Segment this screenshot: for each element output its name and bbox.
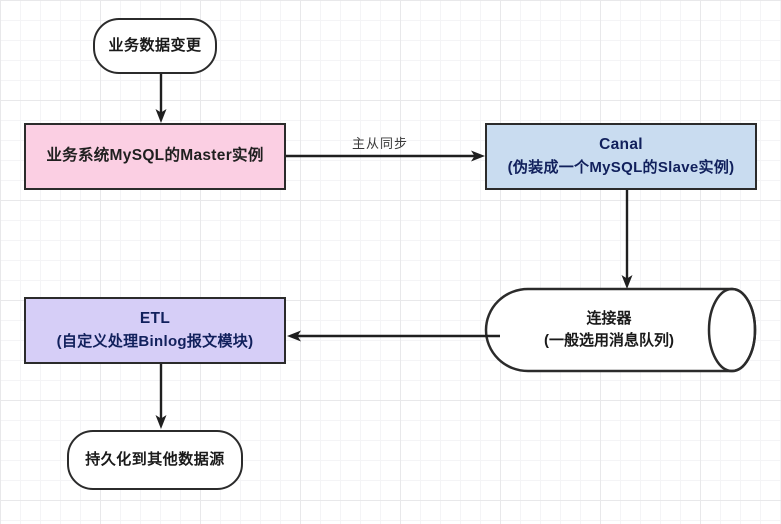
node-canal[interactable]: Canal (伪装成一个MySQL的Slave实例) <box>485 123 757 190</box>
node-business-data-change[interactable]: 业务数据变更 <box>93 18 217 74</box>
node-canal-subtitle: (伪装成一个MySQL的Slave实例) <box>507 158 735 176</box>
node-connector[interactable]: 连接器 (一般选用消息队列) <box>484 287 760 373</box>
node-connector-subtitle: (一般选用消息队列) <box>544 332 674 349</box>
node-business-data-change-label: 业务数据变更 <box>108 37 202 55</box>
node-mysql-master-label: 业务系统MySQL的Master实例 <box>46 147 264 165</box>
node-mysql-master[interactable]: 业务系统MySQL的Master实例 <box>24 123 286 190</box>
edge-label-master-slave-sync: 主从同步 <box>352 136 409 151</box>
node-persist-to-other-datasource-label: 持久化到其他数据源 <box>85 451 225 469</box>
edge-canal-to-connector <box>621 190 633 290</box>
node-etl-title: ETL <box>139 310 171 328</box>
node-etl-subtitle: (自定义处理Binlog报文模块) <box>56 332 254 350</box>
node-connector-title: 连接器 <box>586 309 632 327</box>
edge-connector-to-etl <box>287 330 500 342</box>
node-canal-title: Canal <box>599 136 643 154</box>
node-etl[interactable]: ETL (自定义处理Binlog报文模块) <box>24 297 286 364</box>
edge-etl-to-persist <box>155 364 167 430</box>
node-persist-to-other-datasource[interactable]: 持久化到其他数据源 <box>67 430 243 490</box>
edge-master-to-canal <box>286 150 486 162</box>
edge-change-to-master <box>155 74 167 124</box>
